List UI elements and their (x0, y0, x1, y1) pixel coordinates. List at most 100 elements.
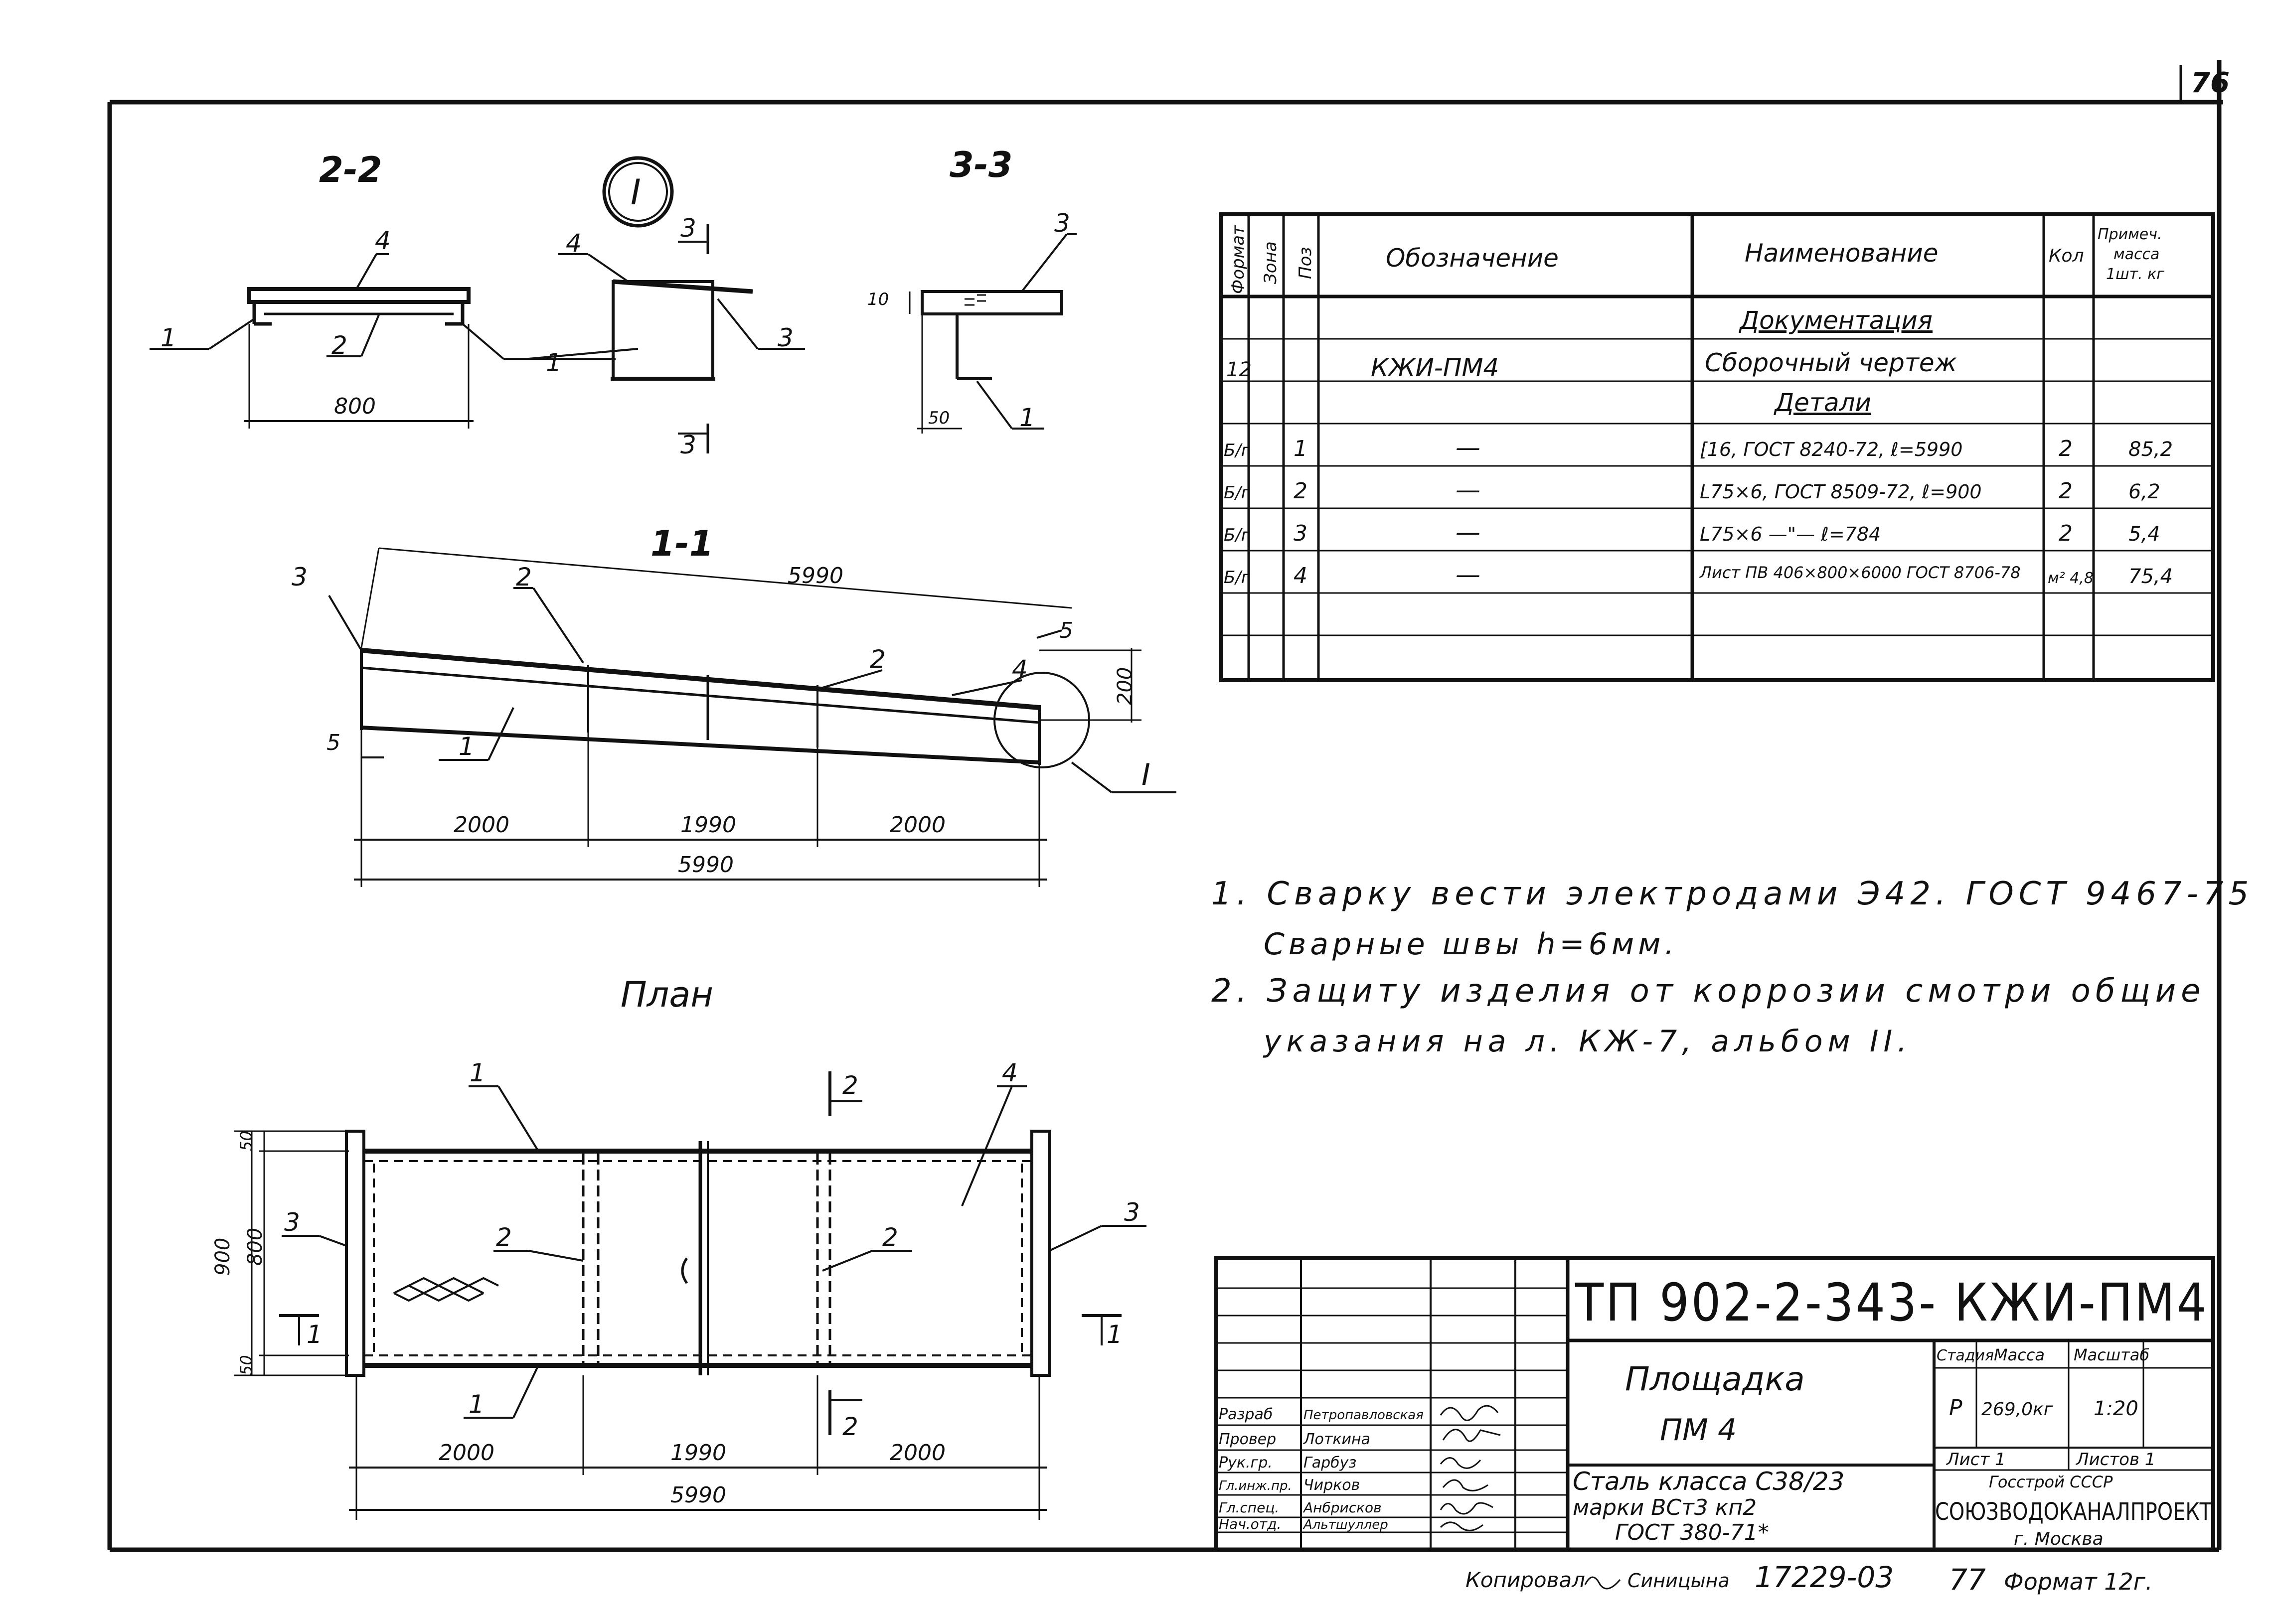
table-cell: Б/г (1224, 568, 1251, 588)
pos-label: 2 (516, 563, 532, 591)
copied-by-label: Копировал (1465, 1568, 1585, 1592)
general-notes: 1. Сварку вести электродами Э42. ГОСТ 94… (1211, 876, 2254, 1059)
pos-label: 3 (1054, 209, 1070, 238)
pos-label: 3 (284, 1208, 300, 1237)
table-header: Поз (1296, 247, 1315, 279)
copied-by-name: Синицына (1627, 1570, 1730, 1592)
table-cell: — (1456, 475, 1480, 504)
table-cell: 2 (2059, 521, 2073, 546)
table-header: Зона (1261, 241, 1281, 284)
view-section-1-1: 1-1 5990 200 3 2 2 4 1 5 5 (292, 523, 1176, 887)
signature-name: Лоткина (1303, 1431, 1370, 1448)
organization: г. Москва (2014, 1529, 2104, 1549)
dimension-label: 200 (1114, 667, 1136, 705)
table-cell: 2 (1294, 478, 1307, 504)
spec-table: Формат Зона Поз Обозначение Наименование… (1219, 212, 2215, 682)
signature-name: Гарбуз (1303, 1454, 1356, 1472)
pos-label: 1 (1019, 403, 1035, 432)
signature-role: Гл.инж.пр. (1219, 1478, 1292, 1493)
dimension-label: 1990 (680, 812, 736, 838)
pos-label: 4 (1012, 655, 1028, 684)
view-section-2-2: 2-2 4 1 2 800 (150, 149, 616, 429)
material-line: ГОСТ 380-71* (1615, 1520, 1769, 1545)
pos-label: 1 (161, 323, 176, 352)
signature-role: Провер (1219, 1431, 1276, 1448)
dimension-label: 800 (334, 394, 376, 419)
view-title: 1-1 (650, 523, 713, 564)
table-cell: 2 (2059, 478, 2073, 504)
dimension-label: 900 (211, 1238, 234, 1276)
sheets-count: Листов 1 (2075, 1450, 2155, 1470)
table-cell: Б/г (1224, 483, 1251, 503)
table-cell: L75×6, ГОСТ 8509-72, ℓ=900 (1700, 481, 1982, 503)
scale-value: 1:20 (2094, 1397, 2138, 1420)
pos-label: 1 (459, 732, 475, 761)
order-number: 17229-03 (1755, 1560, 1894, 1594)
drawing-title: Площадка (1625, 1360, 1805, 1398)
table-cell: КЖИ-ПМ4 (1371, 353, 1499, 382)
pos-label: 4 (566, 229, 582, 258)
sheet-footer: Копировал Синицына 17229-03 77 Формат 12… (1465, 1560, 2153, 1597)
table-cell: — (1456, 518, 1480, 547)
pos-label: 2 (496, 1223, 512, 1252)
signature-name: Альтшуллер (1302, 1517, 1388, 1532)
format-label: Формат 12г. (2004, 1568, 2153, 1595)
table-header: Формат (1228, 225, 1248, 294)
dimension-label: 10 (867, 290, 889, 309)
table-cell: Сборочный чертеж (1705, 348, 1957, 377)
pos-label: 3 (778, 323, 794, 352)
mass-header: Масса (1994, 1345, 2045, 1364)
organization: СОЮЗВОДОКАНАЛПРОЕКТ (1935, 1498, 2212, 1526)
view-plan: План 900 50 800 50 1 4 (211, 974, 1146, 1520)
pos-label: 4 (1002, 1058, 1018, 1087)
table-cell: 1 (1294, 436, 1307, 461)
table-header: масса (2113, 246, 2159, 263)
pos-label: 1 (469, 1390, 485, 1419)
table-cell: Б/г (1224, 525, 1251, 545)
note-line: 1. Сварку вести электродами Э42. ГОСТ 94… (1211, 876, 2254, 912)
signature-mark (1440, 1405, 1499, 1421)
organization: Госстрой СССР (1989, 1473, 2113, 1491)
signature-role: Нач.отд. (1219, 1516, 1281, 1532)
pos-label: 3 (292, 563, 308, 591)
dimension-label: 2000 (890, 1440, 946, 1466)
signature-role: Гл.спец. (1219, 1499, 1279, 1516)
sheet-number: Лист 1 (1946, 1450, 2006, 1470)
view-node-I: I 4 1 3 3 3 (528, 156, 805, 459)
dimension-label: 2000 (890, 812, 946, 838)
table-cell: 85,2 (2128, 438, 2173, 461)
mass-value: 269,0кг (1981, 1399, 2054, 1420)
view-title: 2-2 (319, 149, 382, 190)
cut-mark: 3 (680, 214, 696, 243)
dimension-label: 2000 (439, 1440, 494, 1466)
table-header: Примеч. (2098, 226, 2162, 243)
document-code: ТП 902-2-343- КЖИ-ПМ4 (1575, 1272, 2208, 1333)
dimension-label: 5990 (670, 1482, 726, 1508)
dimension-label: 50 (928, 408, 950, 428)
pos-label: 1 (470, 1058, 486, 1087)
signature-name: Чирков (1303, 1476, 1360, 1494)
table-cell: 2 (2059, 436, 2073, 461)
signature-mark (1440, 1457, 1481, 1469)
table-cell: [16, ГОСТ 8240-72, ℓ=5990 (1700, 439, 1962, 460)
cut-mark: 2 (842, 1071, 858, 1100)
cut-mark: 1 (1107, 1320, 1123, 1349)
table-cell: — (1456, 560, 1480, 589)
cut-mark: 1 (307, 1320, 323, 1349)
pos-label: 2 (870, 645, 886, 674)
pos-label: 2 (331, 331, 347, 360)
material-line: Сталь класса С38/23 (1573, 1467, 1844, 1496)
cut-mark: 2 (842, 1412, 858, 1441)
table-cell: 6,2 (2128, 480, 2160, 503)
signature-name: Петропавловская (1303, 1408, 1424, 1423)
table-cell: Детали (1774, 388, 1871, 417)
signature-mark (1442, 1479, 1488, 1491)
copier-signature (1584, 1576, 1621, 1590)
pos-label: 5 (1059, 618, 1073, 643)
signature-mark (1440, 1502, 1493, 1515)
pos-label: 5 (326, 730, 340, 755)
signature-role: Рук.гр. (1219, 1454, 1273, 1472)
title-block: ТП 902-2-343- КЖИ-ПМ4 Площадка ПМ 4 Стал… (1214, 1256, 2215, 1552)
table-cell: м² 4,8 (2048, 570, 2094, 587)
node-ref-label: I (1141, 757, 1150, 792)
